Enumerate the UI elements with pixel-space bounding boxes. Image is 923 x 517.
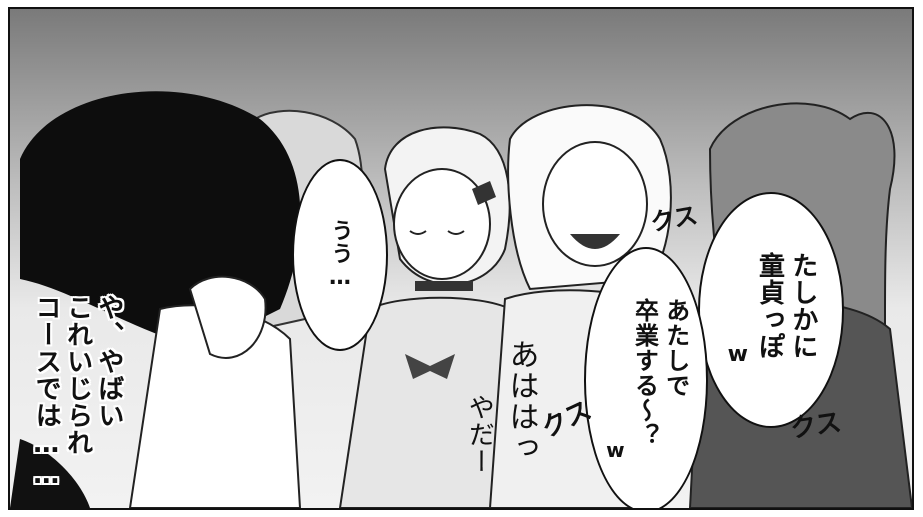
speech-bubble-atashide: あたしで 卒業する～？ w xyxy=(584,247,708,508)
narration-lines: や、やばい これいじられ コースでは…… xyxy=(31,294,124,491)
sfx-ahaha: あははっ xyxy=(503,339,539,463)
sfx-kusu-right: クス xyxy=(788,407,844,445)
narration-line3: コースでは…… xyxy=(31,294,62,491)
speech-atashide-line2: 卒業する～？ xyxy=(630,297,659,448)
speech-bubble-tashikani: たしかに 童貞っぽ w xyxy=(698,192,844,428)
choker xyxy=(415,281,473,291)
narration-line2: これいじられ xyxy=(62,294,93,456)
speech-atashide-line3: w xyxy=(603,437,628,463)
sfx-yadaa: やだー xyxy=(464,394,495,475)
center-girl-face xyxy=(393,168,491,280)
hair-clip xyxy=(472,181,496,205)
narration-block: や、やばい これいじられ コースでは…… xyxy=(31,294,124,491)
bow-ribbon xyxy=(405,354,455,379)
scene-illustration xyxy=(10,91,912,508)
speech-bubble-uu: うう… xyxy=(292,159,388,351)
speech-tashikani-line1: たしかに xyxy=(787,252,818,360)
narration-line1: や、やばい xyxy=(93,294,124,429)
manga-panel: うう… たしかに 童貞っぽ w あたしで 卒業する～？ w や、やばい これいじ… xyxy=(8,7,914,510)
speech-tashikani-lines: たしかに 童貞っぽ w xyxy=(725,252,818,368)
white-hair-girl-face xyxy=(542,141,648,267)
boy-hand xyxy=(188,275,267,359)
white-hair-girl-mouth xyxy=(570,234,620,249)
speech-atashide-line1: あたしで xyxy=(661,297,690,398)
speech-atashide-lines: あたしで 卒業する～？ w xyxy=(603,297,690,463)
boy-shoulder xyxy=(10,439,90,508)
center-girl-eyes xyxy=(409,230,465,235)
speech-tashikani-line3: w xyxy=(725,342,751,368)
speech-uu-text: うう… xyxy=(327,219,353,291)
speech-tashikani-line2: 童貞っぽ xyxy=(754,252,785,360)
